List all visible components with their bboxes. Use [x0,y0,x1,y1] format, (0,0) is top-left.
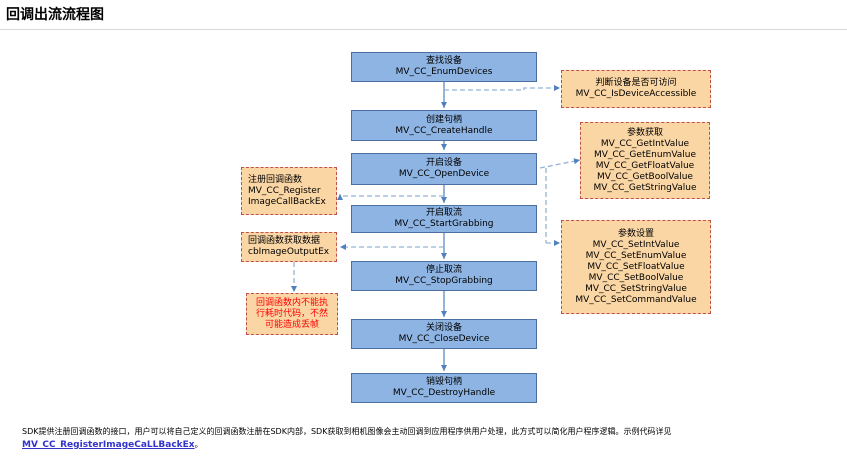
step-create-handle-cn: 创建句柄 [425,114,462,125]
step-enum-devices-fn: MV_CC_EnumDevices [395,67,493,77]
register-fn-line1: MV_CC_Register [248,185,321,196]
param-set-item: MV_CC_SetEnumValue [585,250,687,261]
param-set-item: MV_CC_SetCommandValue [575,294,697,305]
title-divider [0,29,847,30]
step-start-grabbing-cn: 开启取流 [425,208,462,218]
accessible-fn: MV_CC_IsDeviceAccessible [575,89,697,99]
param-get-item: MV_CC_GetFloatValue [595,160,695,171]
param-get-cn: 参数获取 [626,127,663,138]
step-enum-devices: 查找设备 MV_CC_EnumDevices [351,52,537,82]
step-open-device: 开启设备 MV_CC_OpenDevice [351,153,537,185]
param-get-item: MV_CC_GetIntValue [600,138,690,149]
step-open-device-fn: MV_CC_OpenDevice [398,169,490,179]
register-cn: 注册回调函数 [248,174,303,185]
warning-line3: 可能造成丢帧 [264,319,319,330]
step-close-device-cn: 关闭设备 [425,323,462,333]
step-create-handle: 创建句柄 MV_CC_CreateHandle [351,110,537,141]
warning-line2: 行耗时代码，不然 [255,308,328,319]
param-get-box: 参数获取 MV_CC_GetIntValue MV_CC_GetEnumValu… [580,122,710,199]
step-stop-grabbing-cn: 停止取流 [425,265,462,275]
step-destroy-handle: 销毁句柄 MV_CC_DestroyHandle [351,373,537,403]
register-fn-line2: ImageCallBackEx [248,196,326,207]
step-start-grabbing: 开启取流 MV_CC_StartGrabbing [351,205,537,233]
dash-open-to-param-get [539,158,581,169]
accessible-cn: 判断设备是否可访问 [595,78,677,88]
footer-text: SDK提供注册回调函数的接口，用户可以将自己定义的回调函数注册在SDK内部，SD… [22,427,672,436]
register-callback-box: 注册回调函数 MV_CC_Register ImageCallBackEx [241,167,337,215]
param-set-item: MV_CC_SetBoolValue [588,272,684,283]
step-close-device-fn: MV_CC_CloseDevice [398,334,490,344]
callback-cn: 回调函数获取数据 [248,236,321,246]
step-stop-grabbing: 停止取流 MV_CC_StopGrabbing [351,261,537,291]
accessible-box: 判断设备是否可访问 MV_CC_IsDeviceAccessible [561,70,711,108]
param-set-box: 参数设置 MV_CC_SetIntValue MV_CC_SetEnumValu… [561,220,711,314]
dash-enum-to-accessible [444,85,560,91]
step-close-device: 关闭设备 MV_CC_CloseDevice [351,319,537,349]
page-title: 回调出流流程图 [6,7,104,23]
dash-start-to-register [337,194,444,200]
footer-suffix: 。 [194,440,203,449]
callback-data-box: 回调函数获取数据 cbImageOutputEx [241,232,337,262]
param-set-item: MV_CC_SetIntValue [592,239,680,250]
example-code-link[interactable]: MV_CC_RegisterImageCaLLBackEx [22,440,195,450]
param-get-item: MV_CC_GetEnumValue [593,149,697,160]
step-destroy-handle-cn: 销毁句柄 [425,377,462,387]
step-open-device-cn: 开启设备 [425,158,462,168]
param-set-item: MV_CC_SetFloatValue [587,261,685,272]
step-start-grabbing-fn: MV_CC_StartGrabbing [394,219,494,229]
warning-box: 回调函数内不能执 行耗时代码，不然 可能造成丢帧 [246,293,338,335]
param-get-item: MV_CC_GetBoolValue [597,171,693,182]
param-set-item: MV_CC_SetStringValue [585,283,687,294]
callback-fn: cbImageOutputEx [248,247,330,257]
param-set-cn: 参数设置 [617,228,654,239]
step-destroy-handle-fn: MV_CC_DestroyHandle [392,388,496,398]
footer-description: SDK提供注册回调函数的接口，用户可以将自己定义的回调函数注册在SDK内部，SD… [22,425,842,452]
step-stop-grabbing-fn: MV_CC_StopGrabbing [395,276,493,286]
param-get-item: MV_CC_GetStringValue [593,182,697,193]
warning-line1: 回调函数内不能执 [255,297,328,308]
step-enum-devices-cn: 查找设备 [425,56,462,66]
step-create-handle-fn: MV_CC_CreateHandle [395,125,493,136]
